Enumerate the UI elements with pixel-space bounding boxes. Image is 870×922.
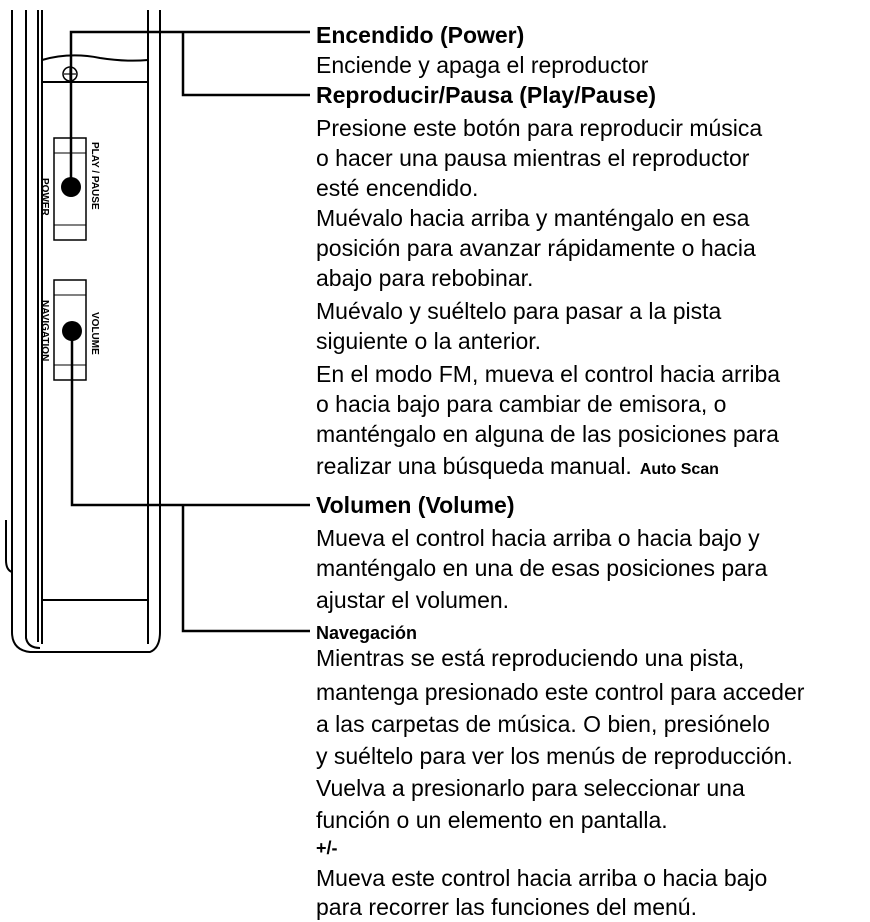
plus-minus-line: Mueva este control hacia arriba o hacia …: [316, 865, 768, 891]
navigation-volume-control-diagram: [53, 279, 87, 381]
navigation-line: a las carpetas de música. O bien, presió…: [316, 711, 770, 737]
callout-line-navigation: [181, 505, 310, 633]
volume-line: ajustar el volumen.: [316, 587, 510, 613]
play-pause-line: siguiente o la anterior.: [316, 328, 542, 354]
play-pause-line: posición para avanzar rápidamente o haci…: [316, 235, 756, 261]
play-pause-line: Muévalo hacia arriba y manténgalo en esa: [316, 205, 750, 231]
play-pause-line: o hacer una pausa mientras el reproducto…: [316, 145, 750, 171]
callout-line-volume: [70, 331, 310, 507]
device-label-power: POWER: [39, 178, 50, 217]
play-pause-line: Presione este botón para reproducir músi…: [316, 115, 763, 141]
play-pause-last-line: realizar una búsqueda manual. Auto Scan: [316, 451, 719, 485]
device-body: [5, 10, 161, 653]
callout-line-power: [69, 30, 310, 187]
navigation-line: mantenga presionado este control para ac…: [316, 679, 805, 705]
play-pause-button-diagram: [53, 137, 87, 241]
power-desc-line: Enciende y apaga el reproductor: [316, 52, 649, 78]
play-pause-heading: Reproducir/Pausa (Play/Pause): [316, 82, 657, 108]
play-pause-line: manténgalo en alguna de las posiciones p…: [316, 421, 779, 447]
play-pause-line: realizar una búsqueda manual.: [316, 453, 632, 479]
volume-heading: Volumen (Volume): [316, 492, 515, 518]
play-pause-line: En el modo FM, mueva el control hacia ar…: [316, 361, 781, 387]
play-pause-line: o hacia bajo para cambiar de emisora, o: [316, 391, 727, 417]
callout-lines: [69, 30, 310, 633]
volume-line: Mueva el control hacia arriba o hacia ba…: [316, 525, 760, 551]
plus-minus-heading: +/-: [316, 838, 338, 858]
navigation-line: y suéltelo para ver los menús de reprodu…: [316, 743, 793, 769]
power-heading: Encendido (Power): [316, 22, 525, 48]
device-label-play-pause: PLAY / PAUSE: [89, 142, 100, 210]
play-pause-line: esté encendido.: [316, 175, 479, 201]
device-label-navigation: NAVIGATION: [39, 300, 50, 361]
navigation-heading: Navegación: [316, 623, 418, 643]
play-pause-line: abajo para rebobinar.: [316, 265, 534, 291]
play-pause-line: Muévalo y suéltelo para pasar a la pista: [316, 298, 722, 324]
navigation-line: Vuelva a presionarlo para seleccionar un…: [316, 775, 745, 801]
device-label-volume: VOLUME: [89, 312, 100, 355]
callout-line-play-pause: [181, 32, 310, 97]
auto-scan-note: Auto Scan: [639, 461, 719, 478]
plus-minus-line: para recorrer las funciones del menú.: [316, 894, 697, 920]
volume-line: manténgalo en una de esas posiciones par…: [316, 555, 768, 581]
navigation-line: función o un elemento en pantalla.: [316, 807, 668, 833]
navigation-line: Mientras se está reproduciendo una pista…: [316, 645, 745, 671]
